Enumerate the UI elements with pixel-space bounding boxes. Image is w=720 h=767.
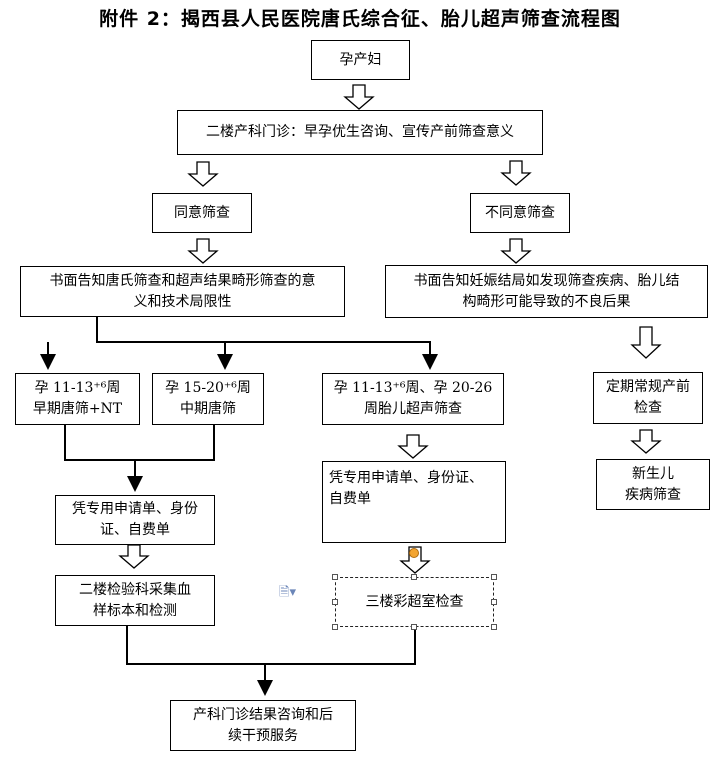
hollow-arrow <box>118 544 150 569</box>
early-screening-node: 孕 11-13⁺⁶周 早期唐筛+NT <box>15 373 140 425</box>
hollow-arrow <box>187 161 219 187</box>
document-icon[interactable]: 🗎▾ <box>279 585 296 600</box>
lab-node: 二楼检验科采集血 样标本和检测 <box>55 575 215 626</box>
page-title: 附件 2：揭西县人民医院唐氏综合征、胎儿超声筛查流程图 <box>99 8 621 30</box>
hollow-arrow <box>500 160 532 186</box>
hollow-arrow <box>500 238 532 264</box>
inform-disagree-node: 书面告知妊娠结局如发现筛查疾病、胎儿结 构畸形可能导致的不良后果 <box>385 265 708 318</box>
resize-handle[interactable] <box>332 599 338 605</box>
resize-handle[interactable] <box>491 599 497 605</box>
rotation-handle[interactable] <box>409 548 419 558</box>
hollow-arrow <box>397 434 429 459</box>
ultrasound-room-node[interactable]: 三楼彩超室检查 <box>335 577 494 627</box>
connector-line <box>64 425 215 461</box>
resize-handle[interactable] <box>332 574 338 580</box>
resize-handle[interactable] <box>411 574 417 580</box>
clinic-node: 二楼产科门诊：早孕优生咨询、宣传产前筛查意义 <box>177 110 543 155</box>
ultrasound-screening-node: 孕 11-13⁺⁶周、孕 20-26 周胎儿超声筛查 <box>322 373 504 425</box>
disagree-node: 不同意筛查 <box>470 193 570 233</box>
pregnant-node: 孕产妇 <box>311 40 410 80</box>
connector-line <box>96 317 438 370</box>
agree-node: 同意筛查 <box>152 193 252 233</box>
resize-handle[interactable] <box>332 624 338 630</box>
result-consult-node: 产科门诊结果咨询和后 续干预服务 <box>170 700 356 751</box>
resize-handle[interactable] <box>491 574 497 580</box>
resize-handle[interactable] <box>411 624 417 630</box>
inform-agree-node: 书面告知唐氏筛查和超声结果畸形筛查的意 义和技术局限性 <box>20 266 345 317</box>
documents-right-node: 凭专用申请单、身份证、 自费单 <box>322 461 506 543</box>
documents-left-node: 凭专用申请单、身份 证、自费单 <box>55 495 215 545</box>
hollow-arrow <box>187 238 219 264</box>
routine-check-node: 定期常规产前 检查 <box>593 372 703 424</box>
hollow-arrow <box>399 546 431 574</box>
newborn-screening-node: 新生儿 疾病筛查 <box>596 459 710 510</box>
hollow-arrow <box>630 326 662 359</box>
hollow-arrow <box>630 429 662 454</box>
resize-handle[interactable] <box>491 624 497 630</box>
hollow-arrow <box>343 84 375 110</box>
connector-line <box>126 626 416 665</box>
mid-screening-node: 孕 15-20⁺⁶周 中期唐筛 <box>152 373 264 425</box>
